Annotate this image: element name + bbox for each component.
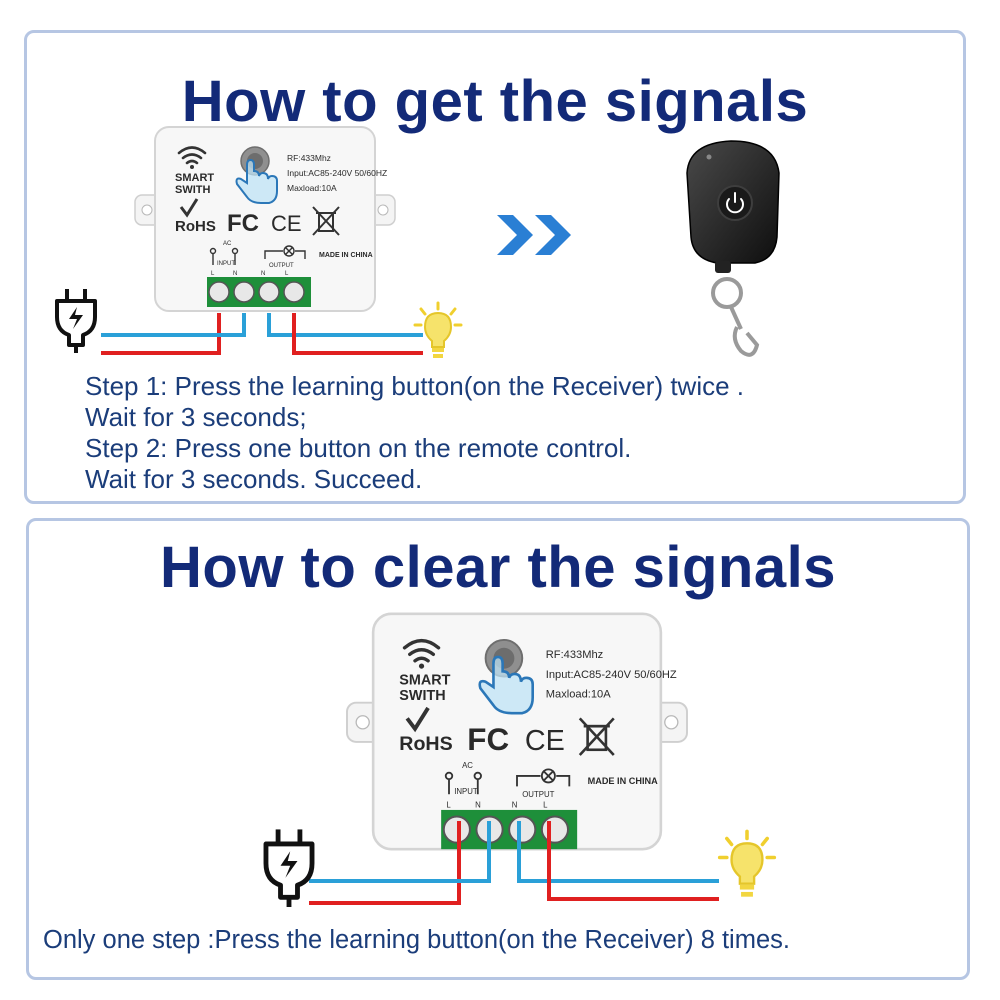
live-wire-out — [547, 821, 719, 901]
pointing-finger-icon — [235, 158, 278, 204]
fcc-mark: FC — [467, 722, 509, 757]
live-wire-out — [292, 313, 423, 355]
spec-rf: RF:433Mhz — [287, 153, 331, 163]
terminal-screw — [508, 815, 537, 844]
brand-line1: SMART — [175, 172, 214, 184]
spec-rf: RF:433Mhz — [546, 649, 603, 661]
terminal-label-1: L — [446, 800, 451, 809]
terminal-screw — [283, 281, 305, 303]
clear-signals-title: How to clear the signals — [160, 535, 836, 600]
terminal-screw — [208, 281, 230, 303]
terminal-label-3: N — [512, 800, 518, 809]
key-ring — [711, 277, 760, 357]
rohs-mark: RoHS — [399, 733, 452, 755]
fcc-mark: FC — [227, 210, 259, 237]
crossed-bin-icon — [578, 717, 615, 756]
spec-input: Input:AC85-240V 50/60HZ — [546, 669, 677, 681]
ce-mark: CE — [525, 725, 565, 757]
wifi-icon — [402, 638, 441, 669]
wiring-diagram — [101, 313, 423, 355]
power-plug-icon — [55, 289, 97, 353]
spec-load: Maxload:10A — [287, 183, 337, 193]
wifi-icon — [177, 146, 207, 169]
neutral-wire-in — [101, 313, 246, 337]
input-label: INPUT — [217, 261, 235, 267]
terminal-label-2: N — [233, 271, 237, 277]
step-line-1: Step 1: Press the learning button(on the… — [85, 371, 745, 401]
live-wire-in — [309, 821, 461, 905]
ac-label: AC — [223, 241, 232, 247]
terminal-label-4: L — [285, 271, 289, 277]
light-bulb-icon — [717, 829, 777, 897]
power-icon — [726, 192, 744, 214]
ce-mark: CE — [271, 211, 302, 236]
terminal-label-3: N — [261, 271, 265, 277]
clear-step-line: Only one step :Press the learning button… — [43, 926, 790, 954]
terminal-screw — [258, 281, 280, 303]
made-in-label: MADE IN CHINA — [588, 776, 658, 786]
double-chevron-right-icon — [497, 215, 571, 255]
neutral-wire-out — [517, 821, 719, 883]
wiring-diagram — [309, 821, 719, 905]
power-plug-icon — [263, 829, 315, 907]
remote-control-keyfob — [686, 140, 780, 357]
neutral-wire-in — [309, 821, 491, 883]
terminal-screw — [233, 281, 255, 303]
neutral-wire-out — [267, 313, 423, 337]
brand-line2: SWITH — [399, 688, 445, 704]
get-signals-title: How to get the signals — [181, 69, 809, 134]
ac-label: AC — [462, 761, 473, 770]
pointing-finger-icon — [478, 655, 534, 715]
brand-line1: SMART — [399, 672, 450, 688]
step-line-3: Step 2: Press one button on the remote c… — [85, 433, 632, 463]
get-signals-panel: How to get the signals SMART SWITH RF:43… — [24, 30, 966, 504]
terminal-label-4: L — [543, 800, 548, 809]
terminal-screw — [442, 815, 471, 844]
spec-load: Maxload:10A — [546, 688, 611, 700]
step-line-2: Wait for 3 seconds; — [85, 402, 307, 432]
crossed-bin-icon — [312, 206, 340, 236]
clear-signals-panel: How to clear the signals SMART SWITH RF:… — [26, 518, 970, 980]
rohs-mark: RoHS — [175, 218, 216, 235]
output-label: OUTPUT — [522, 790, 554, 799]
terminal-label-2: N — [475, 800, 481, 809]
live-wire-in — [101, 313, 221, 355]
terminal-label-1: L — [211, 271, 215, 277]
receiver-device: SMART SWITH RF:433Mhz Input:AC85-240V 50… — [134, 126, 396, 312]
input-label: INPUT — [454, 787, 478, 796]
output-label: OUTPUT — [269, 263, 294, 269]
receiver-body — [154, 126, 376, 312]
made-in-label: MADE IN CHINA — [319, 252, 373, 259]
step-line-4: Wait for 3 seconds. Succeed. — [85, 464, 423, 494]
receiver-device: SMART SWITH RF:433Mhz Input:AC85-240V 50… — [346, 612, 688, 851]
brand-line2: SWITH — [175, 184, 210, 196]
light-bulb-icon — [413, 301, 463, 358]
spec-input: Input:AC85-240V 50/60HZ — [287, 168, 387, 178]
